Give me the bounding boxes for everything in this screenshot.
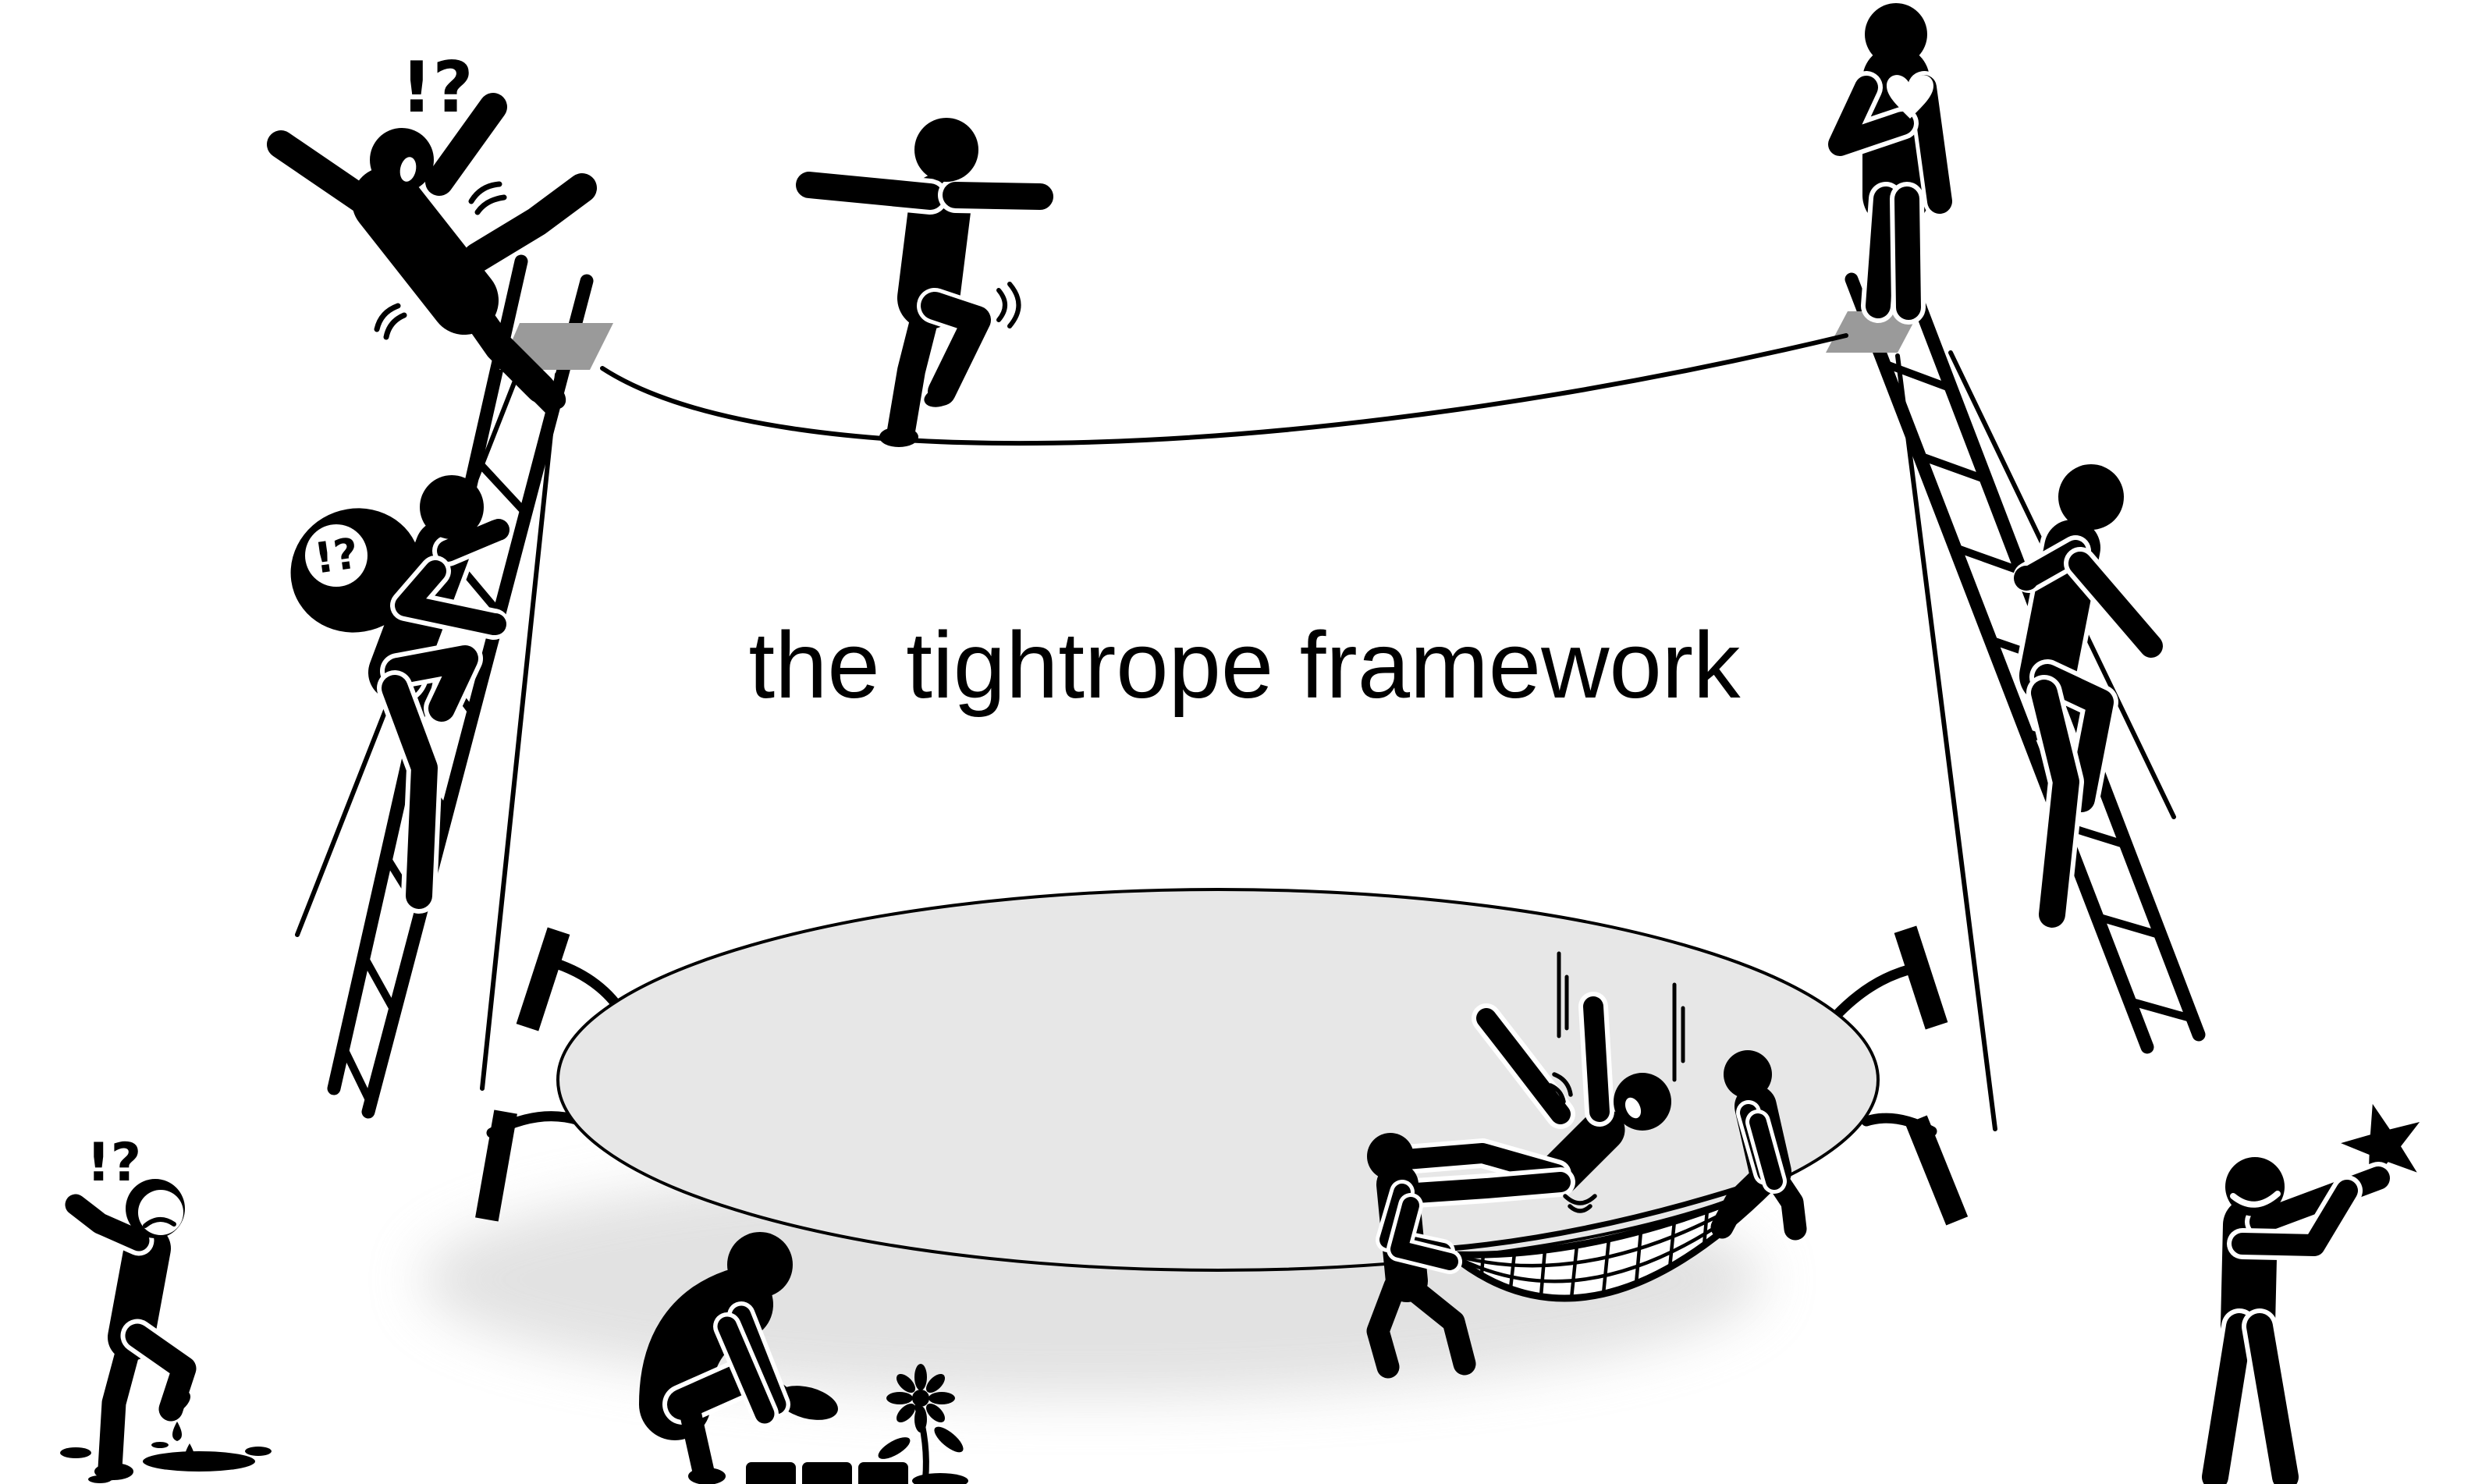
puddle [60,1442,272,1483]
tightrope-walker-icon [791,118,1058,447]
water-drips [172,1422,195,1465]
heart-icon [1887,75,1933,119]
tightrope [600,333,1848,446]
backpack-climber-icon: !? [290,475,512,914]
trampoline [556,888,1880,1272]
wobble-arcs [1548,1072,1597,1213]
star-icon [2341,1103,2420,1186]
net-catch-scene [1366,951,1807,1379]
trampoline-anchors [475,925,1969,1226]
flower-icon [878,1364,968,1484]
catcher-right-icon [1710,1050,1807,1241]
wobble-arcs [996,282,1021,328]
star-person-icon [2197,1103,2420,1484]
falling-person-icon: !? [267,47,597,410]
stake-upper-right [1894,925,1948,1030]
platform-right [1826,311,1919,353]
stake-lower-left [475,1109,517,1222]
faller-exclamation: !? [400,47,473,129]
wobble-arcs [374,181,507,340]
speed-lines [1557,951,1685,1082]
stake-lower-right [1905,1115,1969,1226]
puddle-exclamation: !? [87,1132,141,1194]
catcher-left-icon [1366,1133,1476,1379]
bricks [746,1462,908,1484]
puddle-person-icon: !? [60,1132,272,1483]
heart-person-icon [1823,3,1956,325]
net-faller-icon [1382,951,1685,1213]
stake-upper-left [516,927,570,1031]
page-title: the tightrope framework [748,612,1741,718]
right-climber-icon [2013,464,2168,932]
bricklayer-icon [639,1232,968,1484]
backpack-exclamation: !? [311,528,361,583]
